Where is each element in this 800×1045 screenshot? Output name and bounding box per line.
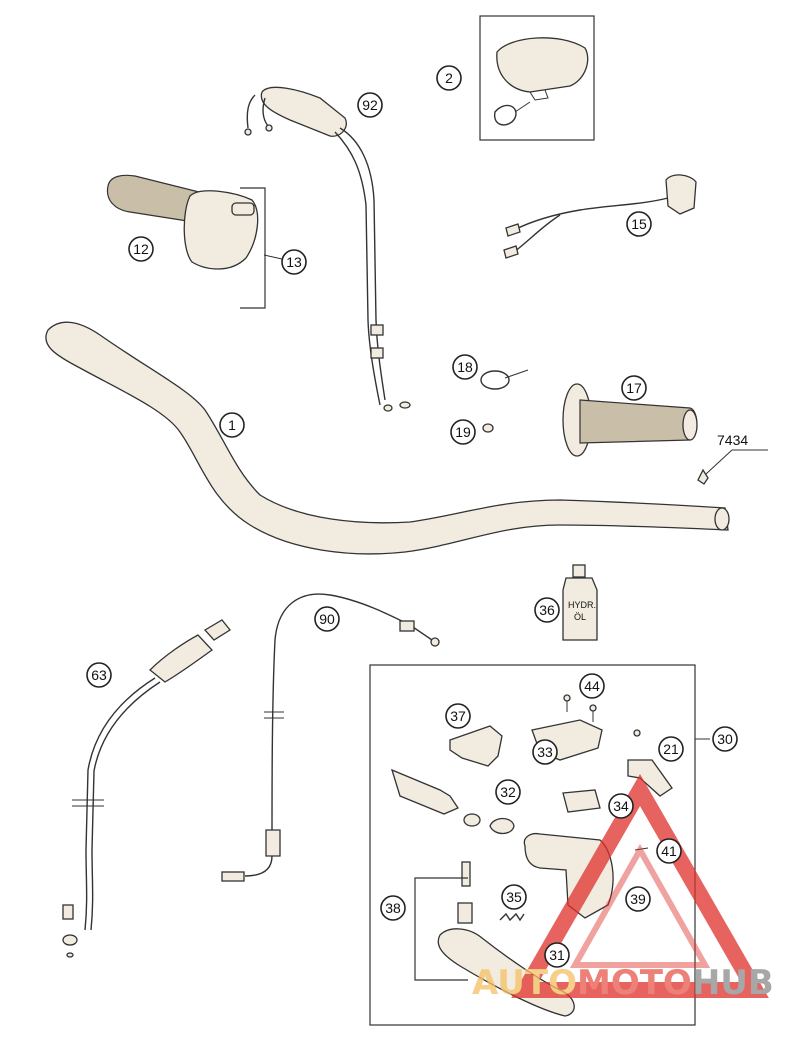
callout-label: 34 [613, 798, 629, 814]
bottle-label-line2: ÖL [574, 612, 586, 622]
callout-circle [626, 211, 652, 237]
callout-label: 21 [663, 741, 679, 757]
callout-32: 32 [495, 779, 521, 805]
callout-circle [625, 886, 651, 912]
left-grip [562, 383, 698, 457]
cable-strap [480, 369, 529, 433]
throttle-grip [106, 174, 283, 309]
callout-1: 1 [219, 412, 245, 438]
callout-circle [86, 662, 112, 688]
watermark-hub: HUB [692, 963, 774, 1003]
callout-circle [532, 739, 558, 765]
callout-41: 41 [656, 838, 682, 864]
callout-39: 39 [625, 886, 651, 912]
watermark-auto: AUTO [472, 963, 577, 1003]
callout-label: 30 [717, 731, 733, 747]
callout-19: 19 [450, 419, 476, 445]
callout-circle [658, 736, 684, 762]
callout-label: 1 [228, 417, 236, 433]
callout-label: 36 [539, 602, 555, 618]
callout-label: 32 [500, 784, 516, 800]
throttle-cables [244, 86, 411, 412]
callout-21: 21 [658, 736, 684, 762]
callout-circle [608, 793, 634, 819]
callout-circle [357, 92, 383, 118]
handlebar [45, 321, 730, 555]
callout-circle [314, 606, 340, 632]
callout-90: 90 [314, 606, 340, 632]
callout-circle [621, 375, 647, 401]
callout-label: 15 [631, 216, 647, 232]
callout-30: 30 [712, 726, 738, 752]
callout-circle [579, 673, 605, 699]
clutch-cable [221, 593, 440, 882]
callout-38: 38 [380, 895, 406, 921]
callout-label: 19 [455, 424, 471, 440]
part-code-label: 7434 [717, 432, 748, 448]
callout-label: 17 [626, 380, 642, 396]
callout-36: 36 [534, 597, 560, 623]
callout-label: 18 [457, 359, 473, 375]
callout-label: 35 [506, 889, 522, 905]
callout-label: 33 [537, 744, 553, 760]
callout-label: 38 [385, 900, 401, 916]
callout-37: 37 [445, 703, 471, 729]
part-code-tag: 7434 [697, 432, 768, 485]
callout-44: 44 [579, 673, 605, 699]
callout-35: 35 [501, 884, 527, 910]
callout-label: 13 [286, 254, 302, 270]
callout-label: 41 [661, 843, 677, 859]
callout-circle [380, 895, 406, 921]
callout-label: 63 [91, 667, 107, 683]
pad-cover-assembly [479, 15, 595, 141]
watermark-inner-triangle [569, 843, 711, 968]
bottle-label-line1: HYDR. [568, 600, 596, 610]
callout-17: 17 [621, 375, 647, 401]
callout-circle [128, 236, 154, 262]
callout-13: 13 [281, 249, 307, 275]
callout-circle [445, 703, 471, 729]
callout-circle [281, 249, 307, 275]
callout-circle [656, 838, 682, 864]
callout-circle [452, 354, 478, 380]
callout-label: 90 [319, 611, 335, 627]
callout-label: 37 [450, 708, 466, 724]
callouts: 1212131517181921303132333435363738394144… [86, 65, 738, 968]
callout-18: 18 [452, 354, 478, 380]
callout-circle [495, 779, 521, 805]
watermark-triangle [511, 773, 769, 998]
hydraulic-oil-bottle: HYDR. ÖL [562, 564, 598, 641]
callout-2: 2 [436, 65, 462, 91]
callout-15: 15 [626, 211, 652, 237]
svg-text:AUTOMOTOHUB: AUTOMOTOHUB [472, 963, 774, 1003]
callout-label: 2 [445, 70, 453, 86]
callout-label: 44 [584, 678, 600, 694]
callout-label: 31 [549, 947, 565, 963]
callout-label: 12 [133, 241, 149, 257]
callout-circle [450, 419, 476, 445]
callout-label: 92 [362, 97, 378, 113]
callout-34: 34 [608, 793, 634, 819]
hot-start-cable [62, 619, 231, 958]
callout-33: 33 [532, 739, 558, 765]
callout-circle [544, 942, 570, 968]
callout-circle [501, 884, 527, 910]
callout-circle [534, 597, 560, 623]
callout-circle [712, 726, 738, 752]
callout-12: 12 [128, 236, 154, 262]
callout-label: 39 [630, 891, 646, 907]
callout-circle [436, 65, 462, 91]
callout-92: 92 [357, 92, 383, 118]
callout-63: 63 [86, 662, 112, 688]
callout-circle [219, 412, 245, 438]
kill-switch [503, 174, 697, 259]
callout-31: 31 [544, 942, 570, 968]
watermark-moto: MOTO [577, 963, 692, 1003]
watermark: AUTOMOTOHUB [472, 773, 774, 1003]
